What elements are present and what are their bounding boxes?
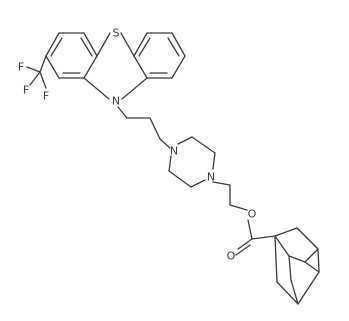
fluorine-2-label: F [23, 84, 29, 97]
piperazine-ring [168, 136, 216, 188]
fluorine-1-label: F [18, 61, 24, 74]
trifluoromethyl-group [26, 55, 47, 89]
ester-oxygen-label: O [248, 208, 257, 221]
right-benzene-ring [133, 32, 186, 79]
piperazine-nitrogen-1-label: N [170, 145, 178, 158]
ring-nitrogen-label: N [112, 95, 120, 108]
carbonyl-oxygen-label: O [227, 250, 236, 263]
central-thiazine-ring [83, 32, 148, 100]
piperazine-nitrogen-2-label: N [207, 171, 215, 184]
left-benzene-ring [45, 32, 98, 79]
ethyl-linker [212, 181, 248, 211]
adamantane-cage [274, 227, 320, 305]
sulfur-label: S [113, 27, 120, 40]
propyl-linker [117, 106, 171, 149]
ester-group [235, 219, 276, 256]
atom-labels: S N N N O O F F F [18, 27, 257, 263]
fluorine-3-label: F [43, 90, 49, 103]
